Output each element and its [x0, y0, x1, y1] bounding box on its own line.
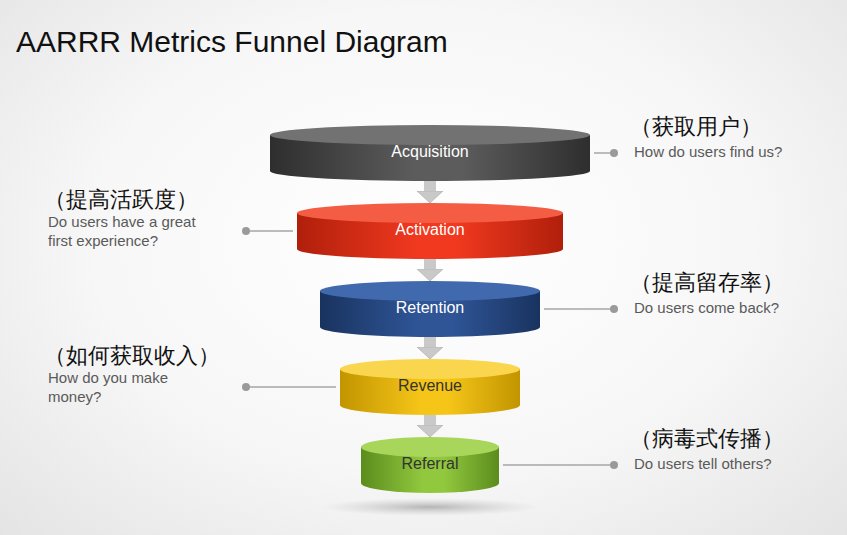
callout-question: How do users find us? [634, 143, 834, 162]
funnel-band: Revenue [340, 359, 520, 415]
band-top [340, 359, 520, 379]
funnel-shadow [320, 498, 540, 516]
funnel-band: Referral [361, 437, 499, 493]
band-label: Revenue [398, 376, 462, 395]
leader-line [544, 308, 610, 310]
leader-line [503, 464, 610, 466]
band-label: Referral [402, 454, 459, 473]
band-label: Activation [395, 220, 464, 239]
callout-heading: （如何获取收入） [44, 342, 220, 370]
diagram-title: AARRR Metrics Funnel Diagram [16, 24, 448, 60]
leader-dot [610, 305, 618, 313]
flow-arrow [424, 415, 436, 425]
callout-heading: （病毒式传播） [630, 425, 784, 453]
callout-question: Do users have a great first experience? [48, 213, 218, 251]
band-top [361, 437, 499, 457]
leader-line [594, 152, 610, 154]
leader-dot [242, 227, 250, 235]
flow-arrow [424, 337, 436, 347]
callout-question: Do users tell others? [634, 455, 834, 474]
funnel-band: Activation [297, 203, 563, 259]
leader-dot [610, 461, 618, 469]
band-label: Retention [396, 298, 465, 317]
leader-dot [610, 149, 618, 157]
band-top [320, 281, 540, 301]
callout-heading: （提高留存率） [630, 269, 784, 297]
callout-heading: （提高活跃度） [44, 186, 198, 214]
band-top [297, 203, 563, 223]
funnel-band: Acquisition [270, 125, 590, 181]
callout-question: Do users come back? [634, 299, 834, 318]
flow-arrow [424, 259, 436, 269]
funnel-band: Retention [320, 281, 540, 337]
callout-heading: （获取用户） [630, 113, 762, 141]
callout-question: How do you make money? [48, 369, 198, 407]
band-top [270, 125, 590, 145]
leader-line [250, 386, 336, 388]
leader-line [250, 230, 293, 232]
leader-dot [242, 383, 250, 391]
band-label: Acquisition [391, 142, 468, 161]
flow-arrow [424, 181, 436, 191]
